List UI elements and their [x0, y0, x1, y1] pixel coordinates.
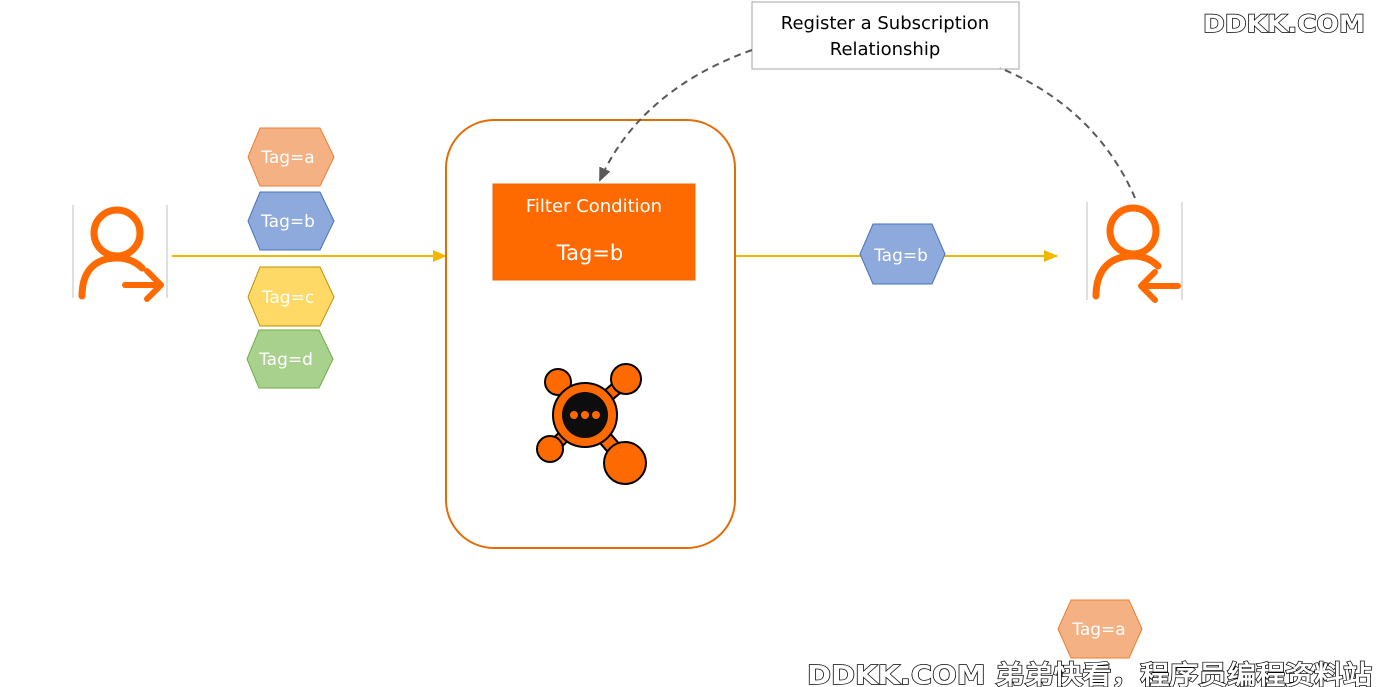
tag-label: Tag=d: [258, 350, 313, 370]
filter-condition-box: Filter Condition Tag=b: [492, 183, 696, 281]
tag-label: Tag=a: [260, 148, 314, 168]
input-tag-list: Tag=a Tag=b Tag=c Tag=d: [246, 127, 335, 389]
extra-tag-hexagon: Tag=a: [1057, 599, 1143, 659]
callout-to-filter-dashed-arrow: [599, 49, 753, 182]
output-tag-hexagon: Tag=b: [859, 223, 946, 285]
watermark-bottom: DDKK.COM 弟弟快看，程序员编程资料站: [807, 660, 1372, 687]
filter-condition: Tag=b: [556, 241, 623, 265]
output-tag-label: Tag=b: [873, 246, 928, 266]
callout-line-2: Relationship: [830, 39, 941, 60]
tag-hexagon: Tag=d: [246, 329, 334, 389]
consumer-to-callout-dashed-line: [999, 67, 1136, 199]
broker-logo-icon: [536, 363, 647, 485]
tag-label: Tag=b: [260, 212, 315, 232]
extra-tag-label: Tag=a: [1071, 620, 1125, 640]
callout-line-1: Register a Subscription: [781, 13, 989, 34]
filter-title: Filter Condition: [526, 196, 662, 217]
tag-hexagon: Tag=b: [247, 191, 335, 251]
subscription-callout: Register a Subscription Relationship: [751, 1, 1020, 70]
tag-hexagon: Tag=c: [247, 266, 335, 327]
watermark-top: DDKK.COM: [1203, 10, 1365, 38]
tag-hexagon: Tag=a: [247, 127, 335, 187]
consumer-user-icon: [1086, 202, 1183, 303]
tag-label: Tag=c: [261, 288, 314, 308]
producer-user-icon: [72, 205, 168, 302]
